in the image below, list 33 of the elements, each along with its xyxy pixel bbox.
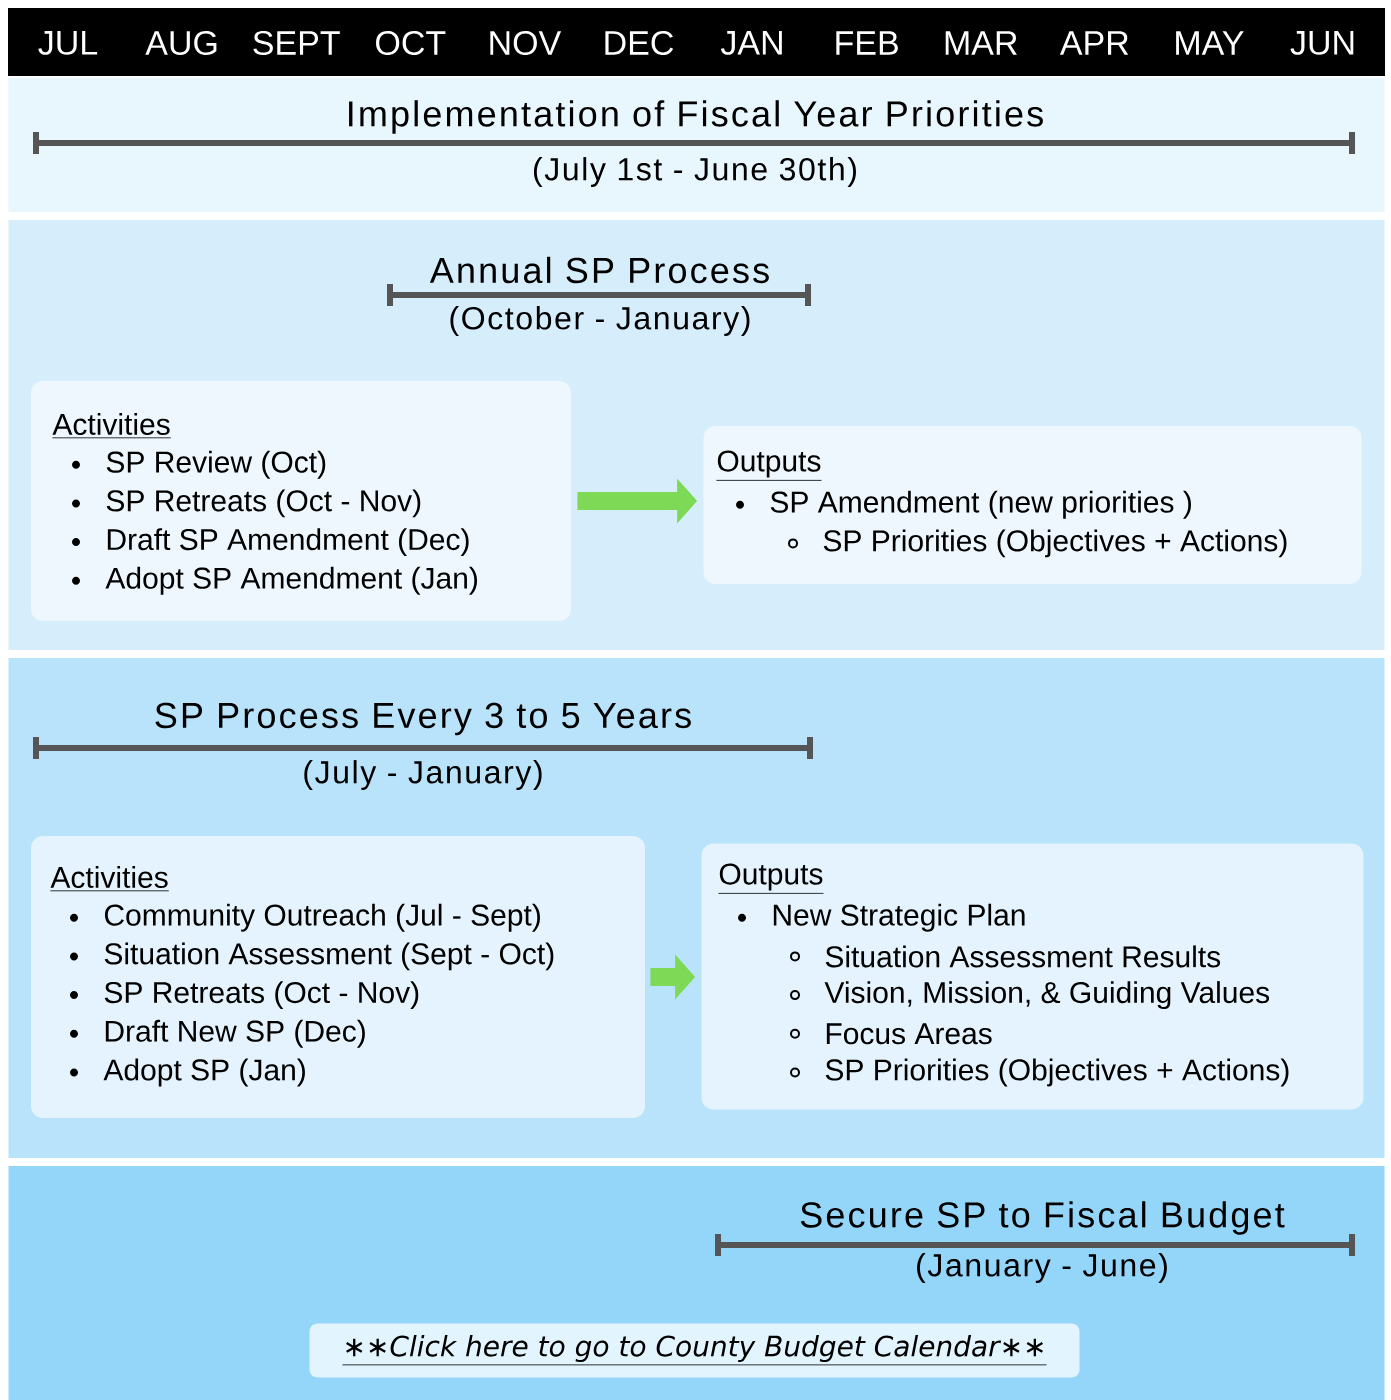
date-range: (October - January): [450, 306, 750, 336]
list-heading: Activities: [52, 413, 172, 439]
list-item: SP Retreats (Oct - Nov): [70, 981, 419, 1010]
date-range: (July 1st - June 30th): [534, 157, 856, 187]
list-heading: Outputs: [716, 450, 822, 481]
list-item: Draft SP Amendment (Dec): [72, 528, 469, 557]
list-item: Situation Assessment (Sept - Oct): [70, 942, 554, 971]
date-range: (January - June): [917, 1253, 1167, 1283]
list-item: Focus Areas: [790, 1023, 992, 1045]
card-background: [31, 381, 571, 621]
list-item: SP Priorities (Objectives + Actions): [790, 1058, 1289, 1087]
list-heading: Outputs: [718, 863, 824, 894]
list-item: SP Retreats (Oct - Nov): [72, 489, 421, 518]
list-item: Vision, Mission, & Guiding Values: [790, 981, 1270, 1010]
link-button: ∗∗Click here to go to County Budget Calendar∗∗: [309, 1323, 1080, 1378]
card-background: [31, 836, 645, 1118]
list-item: Adopt SP (Jan): [70, 1058, 305, 1087]
list-item: Adopt SP Amendment (Jan): [72, 566, 477, 595]
band-title: Annual SP Process: [427, 254, 773, 286]
card-background: [703, 426, 1362, 584]
list-item: Community Outreach (Jul - Sept): [70, 903, 540, 932]
card-background: [701, 843, 1364, 1110]
band-title: SP Process Every 3 to 5 Years: [151, 700, 695, 738]
list-item: New Strategic Plan: [738, 903, 1025, 932]
list-heading: Activities: [50, 866, 170, 892]
list-item: SP Review (Oct): [72, 450, 326, 479]
band-title: Implementation of Fiscal Year Priorities: [343, 98, 1047, 136]
list-item: Draft New SP (Dec): [70, 1019, 365, 1048]
list-item: Situation Assessment Results: [790, 945, 1221, 968]
date-range: (July - January): [304, 760, 542, 790]
band-title: Secure SP to Fiscal Budget: [797, 1199, 1287, 1237]
list-item: SP Priorities (Objectives + Actions): [788, 529, 1287, 558]
list-item: SP Amendment (new priorities ): [736, 490, 1191, 519]
